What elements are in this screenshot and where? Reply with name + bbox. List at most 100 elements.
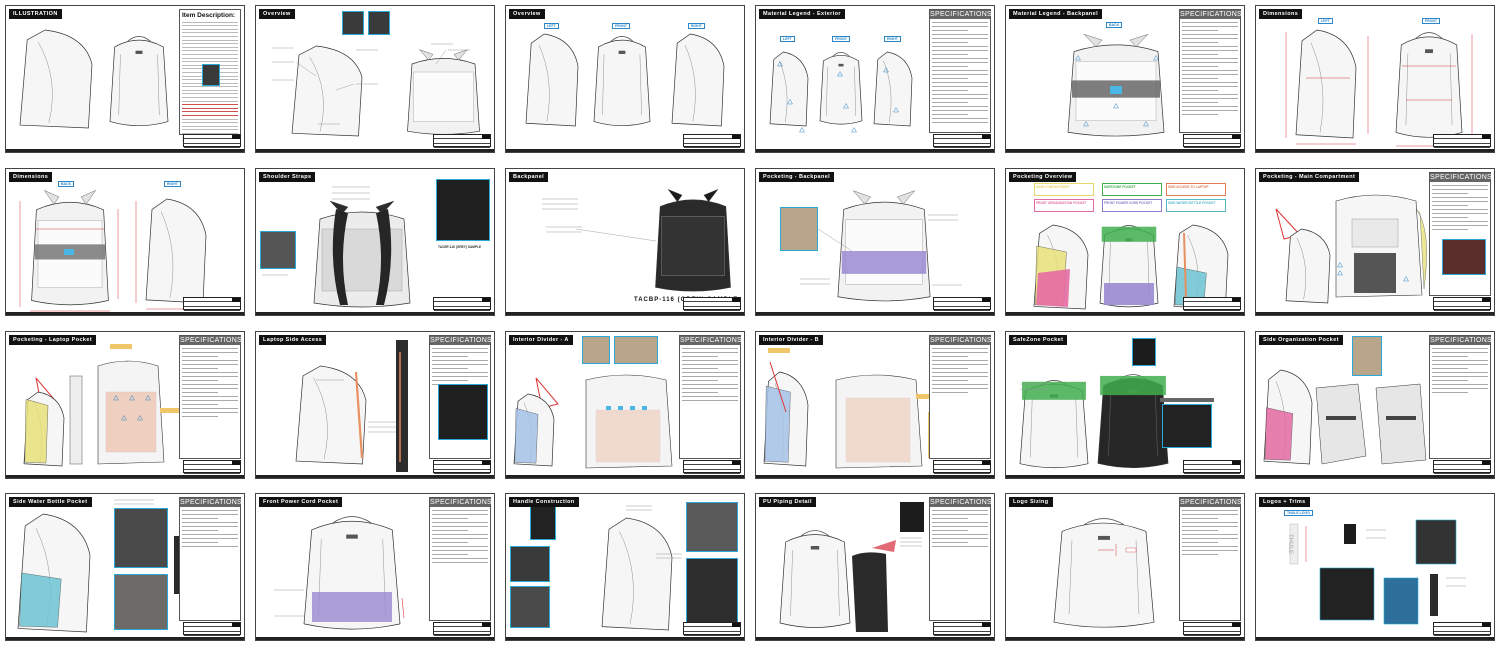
title-block-row	[1184, 470, 1240, 474]
title-block	[933, 460, 991, 474]
backpack-side-drawing	[19, 29, 93, 129]
title-block-row	[934, 623, 990, 628]
highlight-patch	[64, 249, 74, 255]
title-block-row	[1434, 139, 1490, 144]
title-block-page-box	[232, 298, 240, 303]
backpack-side-drawing	[295, 365, 367, 465]
swatch-label-tag	[160, 408, 182, 413]
title-block-row	[434, 632, 490, 636]
title-block-row	[684, 302, 740, 307]
spec-row	[932, 352, 988, 353]
spec-row	[1182, 102, 1218, 103]
spec-row	[932, 34, 988, 35]
open-bag-view	[97, 360, 165, 465]
bag-seams	[1405, 53, 1453, 125]
strap-top-left	[418, 49, 434, 61]
sheet-footer-bar	[1006, 149, 1244, 152]
tech-pack-sheet-17[interactable]: SafeZone Pocket	[1005, 331, 1245, 479]
pocket-legend-4: FRONT ORGANIZATION POCKET	[1034, 199, 1094, 212]
title-block-row	[934, 298, 990, 303]
spec-row	[932, 74, 988, 75]
title-block-row	[184, 632, 240, 636]
tech-pack-sheet-21[interactable]: Handle Construction	[505, 493, 745, 641]
title-block	[683, 297, 741, 311]
spec-row	[182, 546, 238, 547]
backpack-front-drawing	[1019, 380, 1089, 469]
description-line	[182, 46, 238, 48]
strap-top-right	[375, 200, 395, 215]
description-line	[182, 125, 238, 127]
spec-row	[932, 70, 988, 71]
spec-row	[1182, 526, 1238, 527]
tech-pack-sheet-10[interactable]: Pocketing - Backpanel	[755, 168, 995, 316]
backpack-side-drawing	[1263, 369, 1313, 465]
spec-row	[932, 356, 968, 357]
tech-pack-sheet-1[interactable]: DATE: 2020.Nov.20Item Description:ILLUST…	[5, 5, 245, 153]
title-block-row	[434, 307, 490, 311]
tech-pack-sheet-2[interactable]: Overview	[255, 5, 495, 153]
description-line	[182, 122, 238, 124]
spec-row	[682, 392, 718, 393]
title-block-page-box	[232, 461, 240, 466]
spec-row	[1182, 34, 1238, 35]
spec-row	[432, 550, 488, 551]
callout-triangle	[129, 394, 135, 401]
title-block-page-box	[232, 135, 240, 140]
dimension-tag	[1125, 547, 1137, 553]
specifications-header: SPECIFICATIONS	[430, 336, 493, 345]
bag-handle	[332, 516, 372, 524]
side-access-zip	[354, 371, 364, 459]
spec-row	[682, 360, 738, 361]
bag-side-body	[1295, 29, 1357, 139]
spec-row	[182, 372, 238, 373]
sheet-footer-bar	[506, 149, 744, 152]
backpack-side-drawing	[23, 391, 65, 467]
woven-label	[1344, 524, 1356, 544]
spec-row	[932, 30, 968, 31]
spec-row	[1432, 209, 1488, 210]
sheet-drawing	[601, 505, 682, 631]
pocket-flat-left	[1315, 383, 1367, 465]
pocket-legend-title: MAIN COMPARTMENT	[1036, 185, 1070, 189]
spec-row	[182, 396, 238, 397]
spec-row	[932, 110, 988, 111]
callout-triangle	[113, 394, 119, 401]
spec-row	[1432, 221, 1488, 222]
tech-pack-sheet-9[interactable]: TACBP-116 (GREY) SAMPLEBackpanel	[505, 168, 745, 316]
sheet-drawing	[17, 499, 154, 633]
leader-line	[575, 228, 657, 242]
backpack-side-drawing	[671, 33, 725, 127]
callout-triangle	[1143, 120, 1149, 127]
spec-row	[932, 62, 988, 63]
sheet-footer-bar	[6, 312, 244, 315]
spec-row	[182, 368, 218, 369]
spec-row	[1182, 514, 1238, 515]
title-block-row	[184, 144, 240, 148]
backpack-back-drawing	[655, 188, 731, 292]
sheet-title: Pocketing - Laptop Pocket	[9, 335, 97, 345]
spec-row	[932, 90, 968, 91]
spec-row	[932, 102, 968, 103]
title-block-row	[1434, 307, 1490, 311]
spec-row	[1182, 46, 1238, 47]
spec-row	[932, 42, 968, 43]
backpanel-mesh	[661, 216, 725, 276]
